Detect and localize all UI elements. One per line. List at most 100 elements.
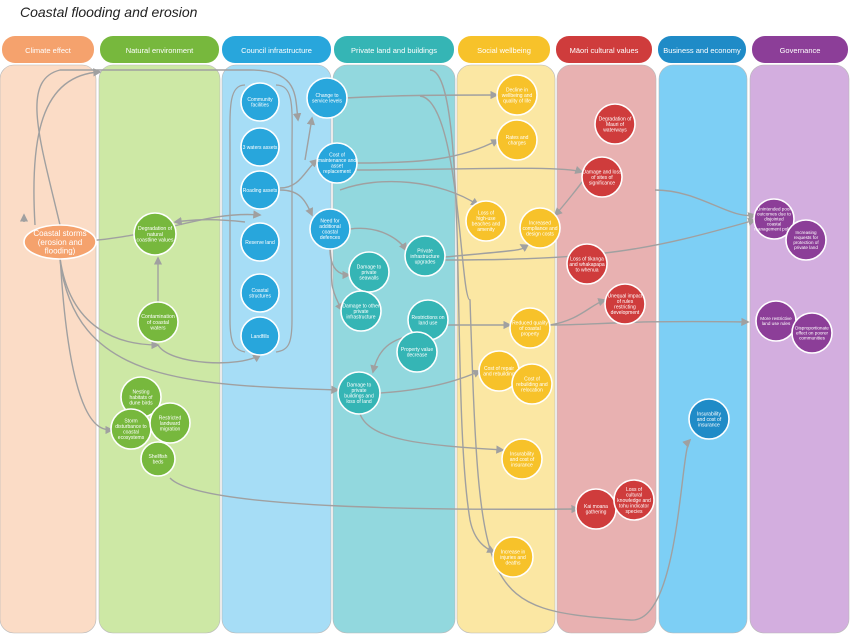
node-circle [791,312,833,354]
node-circle [137,301,179,343]
connector-arrow [444,244,529,258]
node-circle [306,77,348,119]
column-header-council [222,36,331,63]
connector-arrow [349,227,407,252]
lane-natural [98,64,221,634]
node-circle [688,398,730,440]
node-landfills: Landfills [240,316,280,356]
lane-council [221,64,332,634]
node-circle [753,198,795,240]
node-circle [511,363,553,405]
column-header-social [458,36,550,63]
column-label-social: Social wellbeing [477,46,531,55]
node-circle [501,438,543,480]
node-circle [519,207,561,249]
node-circle [465,200,507,242]
connector-arrow [279,158,319,189]
node-circle [785,219,827,261]
connector-arrow [304,116,316,161]
connector-arrow [444,217,757,261]
connector-arrow [59,254,114,435]
column-label-private: Private land and buildings [351,46,437,55]
connector-arrow [429,69,496,553]
council-assets-bracket [229,84,293,353]
column-label-natural: Natural environment [126,46,194,55]
connector-arrow [356,139,500,164]
node-circle [492,536,534,578]
node-circle [149,402,191,444]
node-label: Landfills [251,334,270,340]
column-label-council: Council infrastructure [241,46,312,55]
node-circle [496,119,538,161]
node-circle [604,283,646,325]
node-circle [337,371,381,415]
node-circle [509,307,551,349]
connector-arrow [344,90,499,100]
node-circle [240,170,280,210]
node-circle [240,127,280,167]
node-label: Roading assets [243,188,278,194]
node-circle [566,243,608,285]
node-circle [340,290,382,332]
lane-climate [0,64,97,634]
connector-arrow [157,344,262,364]
node-circle [133,212,177,256]
node-circle [309,208,351,250]
node-circle [240,316,280,356]
node-circle [240,273,280,313]
node-roading: Roading assets [240,170,280,210]
column-header-maori [556,36,652,63]
connector-arrow [654,189,757,221]
connector-arrow [59,259,340,394]
connector-arrow [59,257,160,350]
lane-private [332,64,456,634]
node-circle [240,82,280,122]
